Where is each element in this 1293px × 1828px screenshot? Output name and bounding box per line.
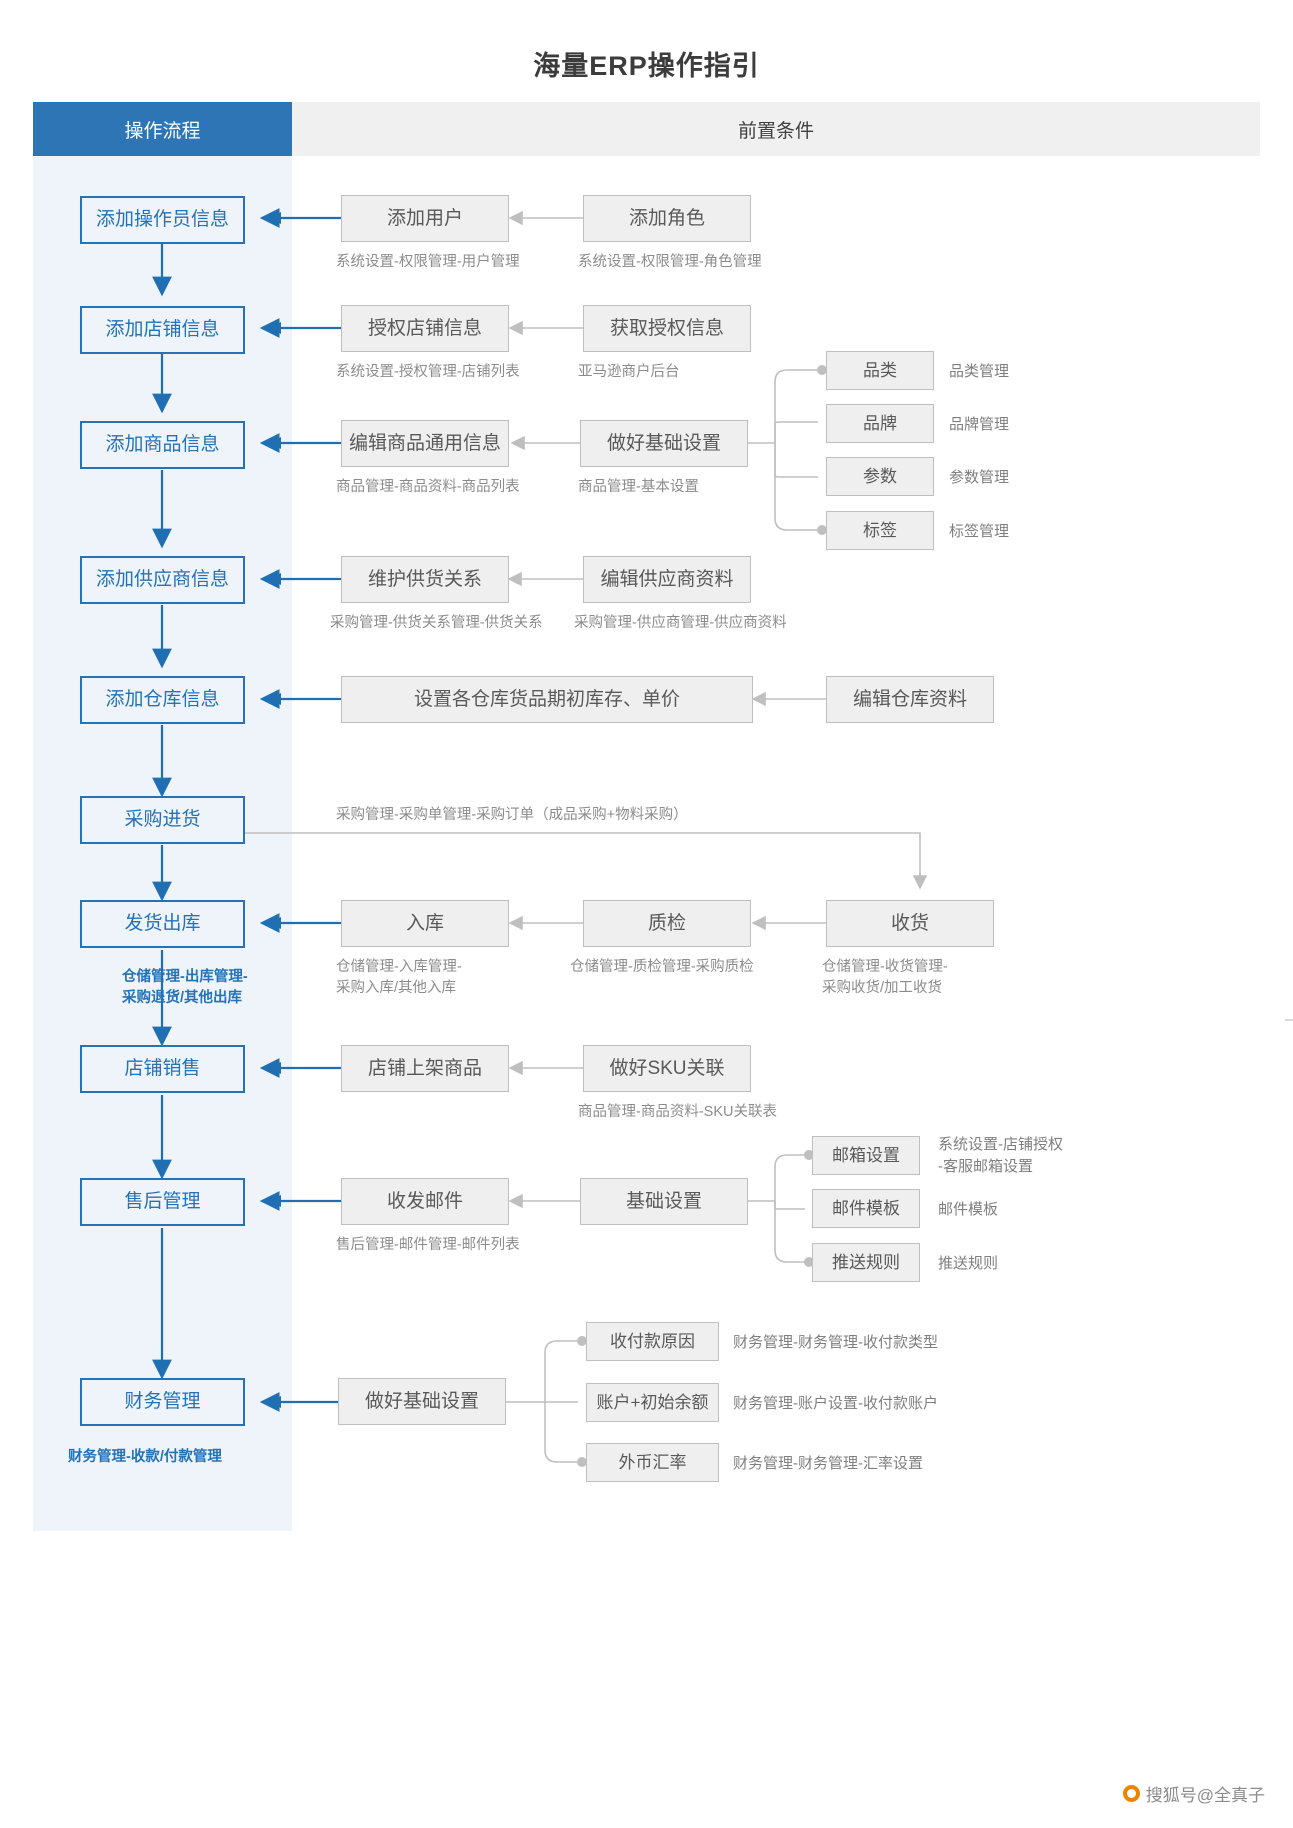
prereq-add-user[interactable]: 添加用户 bbox=[341, 195, 509, 242]
sohu-logo-icon bbox=[1122, 1785, 1140, 1802]
flow-step-10[interactable]: 财务管理 bbox=[80, 1378, 245, 1426]
prereq-add-role[interactable]: 添加角色 bbox=[583, 195, 751, 242]
prereq-edit-supplier[interactable]: 编辑供应商资料 bbox=[583, 556, 751, 603]
caption-supply-relation: 采购管理-供货关系管理-供货关系 bbox=[330, 615, 543, 631]
prereq-inbound[interactable]: 入库 bbox=[341, 900, 509, 947]
caption-auth-shop: 系统设置-授权管理-店铺列表 bbox=[336, 364, 520, 380]
flow-step-1[interactable]: 添加操作员信息 bbox=[80, 196, 245, 244]
prereq-receive-goods[interactable]: 收货 bbox=[826, 900, 994, 947]
prereq-auth-shop[interactable]: 授权店铺信息 bbox=[341, 305, 509, 352]
caption-mail-send-receive: 售后管理-邮件管理-邮件列表 bbox=[336, 1237, 520, 1253]
branch-label-category: 品类管理 bbox=[949, 363, 1010, 380]
branch-account-balance[interactable]: 账户+初始余额 bbox=[586, 1383, 719, 1422]
prereq-mail-send-receive[interactable]: 收发邮件 bbox=[341, 1178, 509, 1225]
caption-get-auth: 亚马逊商户后台 bbox=[578, 364, 680, 380]
prereq-basic-settings-finance[interactable]: 做好基础设置 bbox=[338, 1378, 506, 1425]
flow-step-9[interactable]: 售后管理 bbox=[80, 1178, 245, 1226]
branch-category[interactable]: 品类 bbox=[826, 351, 934, 390]
prereq-edit-warehouse[interactable]: 编辑仓库资料 bbox=[826, 676, 994, 723]
prereq-basic-settings-mail[interactable]: 基础设置 bbox=[580, 1178, 748, 1225]
prereq-set-initial-stock[interactable]: 设置各仓库货品期初库存、单价 bbox=[341, 676, 753, 723]
branch-fx-rate[interactable]: 外币汇率 bbox=[586, 1443, 719, 1482]
prereq-edit-product-common[interactable]: 编辑商品通用信息 bbox=[341, 420, 509, 467]
caption-purchase-order: 采购管理-采购单管理-采购订单（成品采购+物料采购） bbox=[336, 807, 688, 823]
flow-caption-finance: 财务管理-收款/付款管理 bbox=[68, 1449, 222, 1465]
branch-parameter[interactable]: 参数 bbox=[826, 457, 934, 496]
branch-label-parameter: 参数管理 bbox=[949, 469, 1010, 486]
flow-step-3[interactable]: 添加商品信息 bbox=[80, 421, 245, 469]
caption-add-user: 系统设置-权限管理-用户管理 bbox=[336, 254, 520, 270]
caption-inbound: 仓储管理-入库管理- 采购入库/其他入库 bbox=[336, 959, 462, 997]
caption-receive-goods: 仓储管理-收货管理- 采购收货/加工收货 bbox=[822, 959, 948, 997]
branch-mailbox-settings[interactable]: 邮箱设置 bbox=[812, 1136, 920, 1175]
flow-step-7[interactable]: 发货出库 bbox=[80, 900, 245, 948]
watermark: 搜狐号@全真子 bbox=[1122, 1781, 1265, 1806]
caption-edit-product-common: 商品管理-商品资料-商品列表 bbox=[336, 479, 520, 495]
branch-payment-reason[interactable]: 收付款原因 bbox=[586, 1322, 719, 1361]
branch-tag[interactable]: 标签 bbox=[826, 511, 934, 550]
prereq-shop-listing[interactable]: 店铺上架商品 bbox=[341, 1045, 509, 1092]
prereq-basic-settings-product[interactable]: 做好基础设置 bbox=[580, 420, 748, 467]
flow-step-5[interactable]: 添加仓库信息 bbox=[80, 676, 245, 724]
branch-label-tag: 标签管理 bbox=[949, 523, 1010, 540]
branch-label-push-rule: 推送规则 bbox=[938, 1255, 999, 1272]
page-title: 海量ERP操作指引 bbox=[533, 51, 760, 81]
header-operation-flow: 操作流程 bbox=[33, 102, 292, 156]
caption-sku-mapping: 商品管理-商品资料-SKU关联表 bbox=[578, 1104, 777, 1120]
branch-label-mailbox-settings: 系统设置-店铺授权 -客服邮箱设置 bbox=[938, 1136, 1063, 1175]
branch-label-fx-rate: 财务管理-财务管理-汇率设置 bbox=[733, 1455, 923, 1472]
flow-step-6[interactable]: 采购进货 bbox=[80, 796, 245, 844]
flow-step-4[interactable]: 添加供应商信息 bbox=[80, 556, 245, 604]
prereq-supply-relation[interactable]: 维护供货关系 bbox=[341, 556, 509, 603]
caption-add-role: 系统设置-权限管理-角色管理 bbox=[578, 254, 762, 270]
flow-step-8[interactable]: 店铺销售 bbox=[80, 1045, 245, 1093]
caption-edit-supplier: 采购管理-供应商管理-供应商资料 bbox=[574, 615, 787, 631]
prereq-sku-mapping[interactable]: 做好SKU关联 bbox=[583, 1045, 751, 1092]
branch-label-mail-template: 邮件模板 bbox=[938, 1201, 999, 1218]
watermark-text: 搜狐号@全真子 bbox=[1145, 1786, 1265, 1805]
branch-mail-template[interactable]: 邮件模板 bbox=[812, 1189, 920, 1228]
branch-push-rule[interactable]: 推送规则 bbox=[812, 1243, 920, 1282]
caption-quality-check: 仓储管理-质检管理-采购质检 bbox=[570, 959, 754, 975]
branch-label-brand: 品牌管理 bbox=[949, 416, 1010, 433]
branch-label-payment-reason: 财务管理-财务管理-收付款类型 bbox=[733, 1334, 938, 1351]
prereq-quality-check[interactable]: 质检 bbox=[583, 900, 751, 947]
prereq-get-auth[interactable]: 获取授权信息 bbox=[583, 305, 751, 352]
header-prerequisites: 前置条件 bbox=[292, 102, 1260, 156]
flow-step-2[interactable]: 添加店铺信息 bbox=[80, 306, 245, 354]
branch-brand[interactable]: 品牌 bbox=[826, 404, 934, 443]
branch-label-account-balance: 财务管理-账户设置-收付款账户 bbox=[733, 1395, 938, 1412]
caption-basic-settings-product: 商品管理-基本设置 bbox=[578, 479, 699, 495]
flow-caption-outbound: 仓储管理-出库管理- 采购退货/其他出库 bbox=[122, 969, 248, 1007]
